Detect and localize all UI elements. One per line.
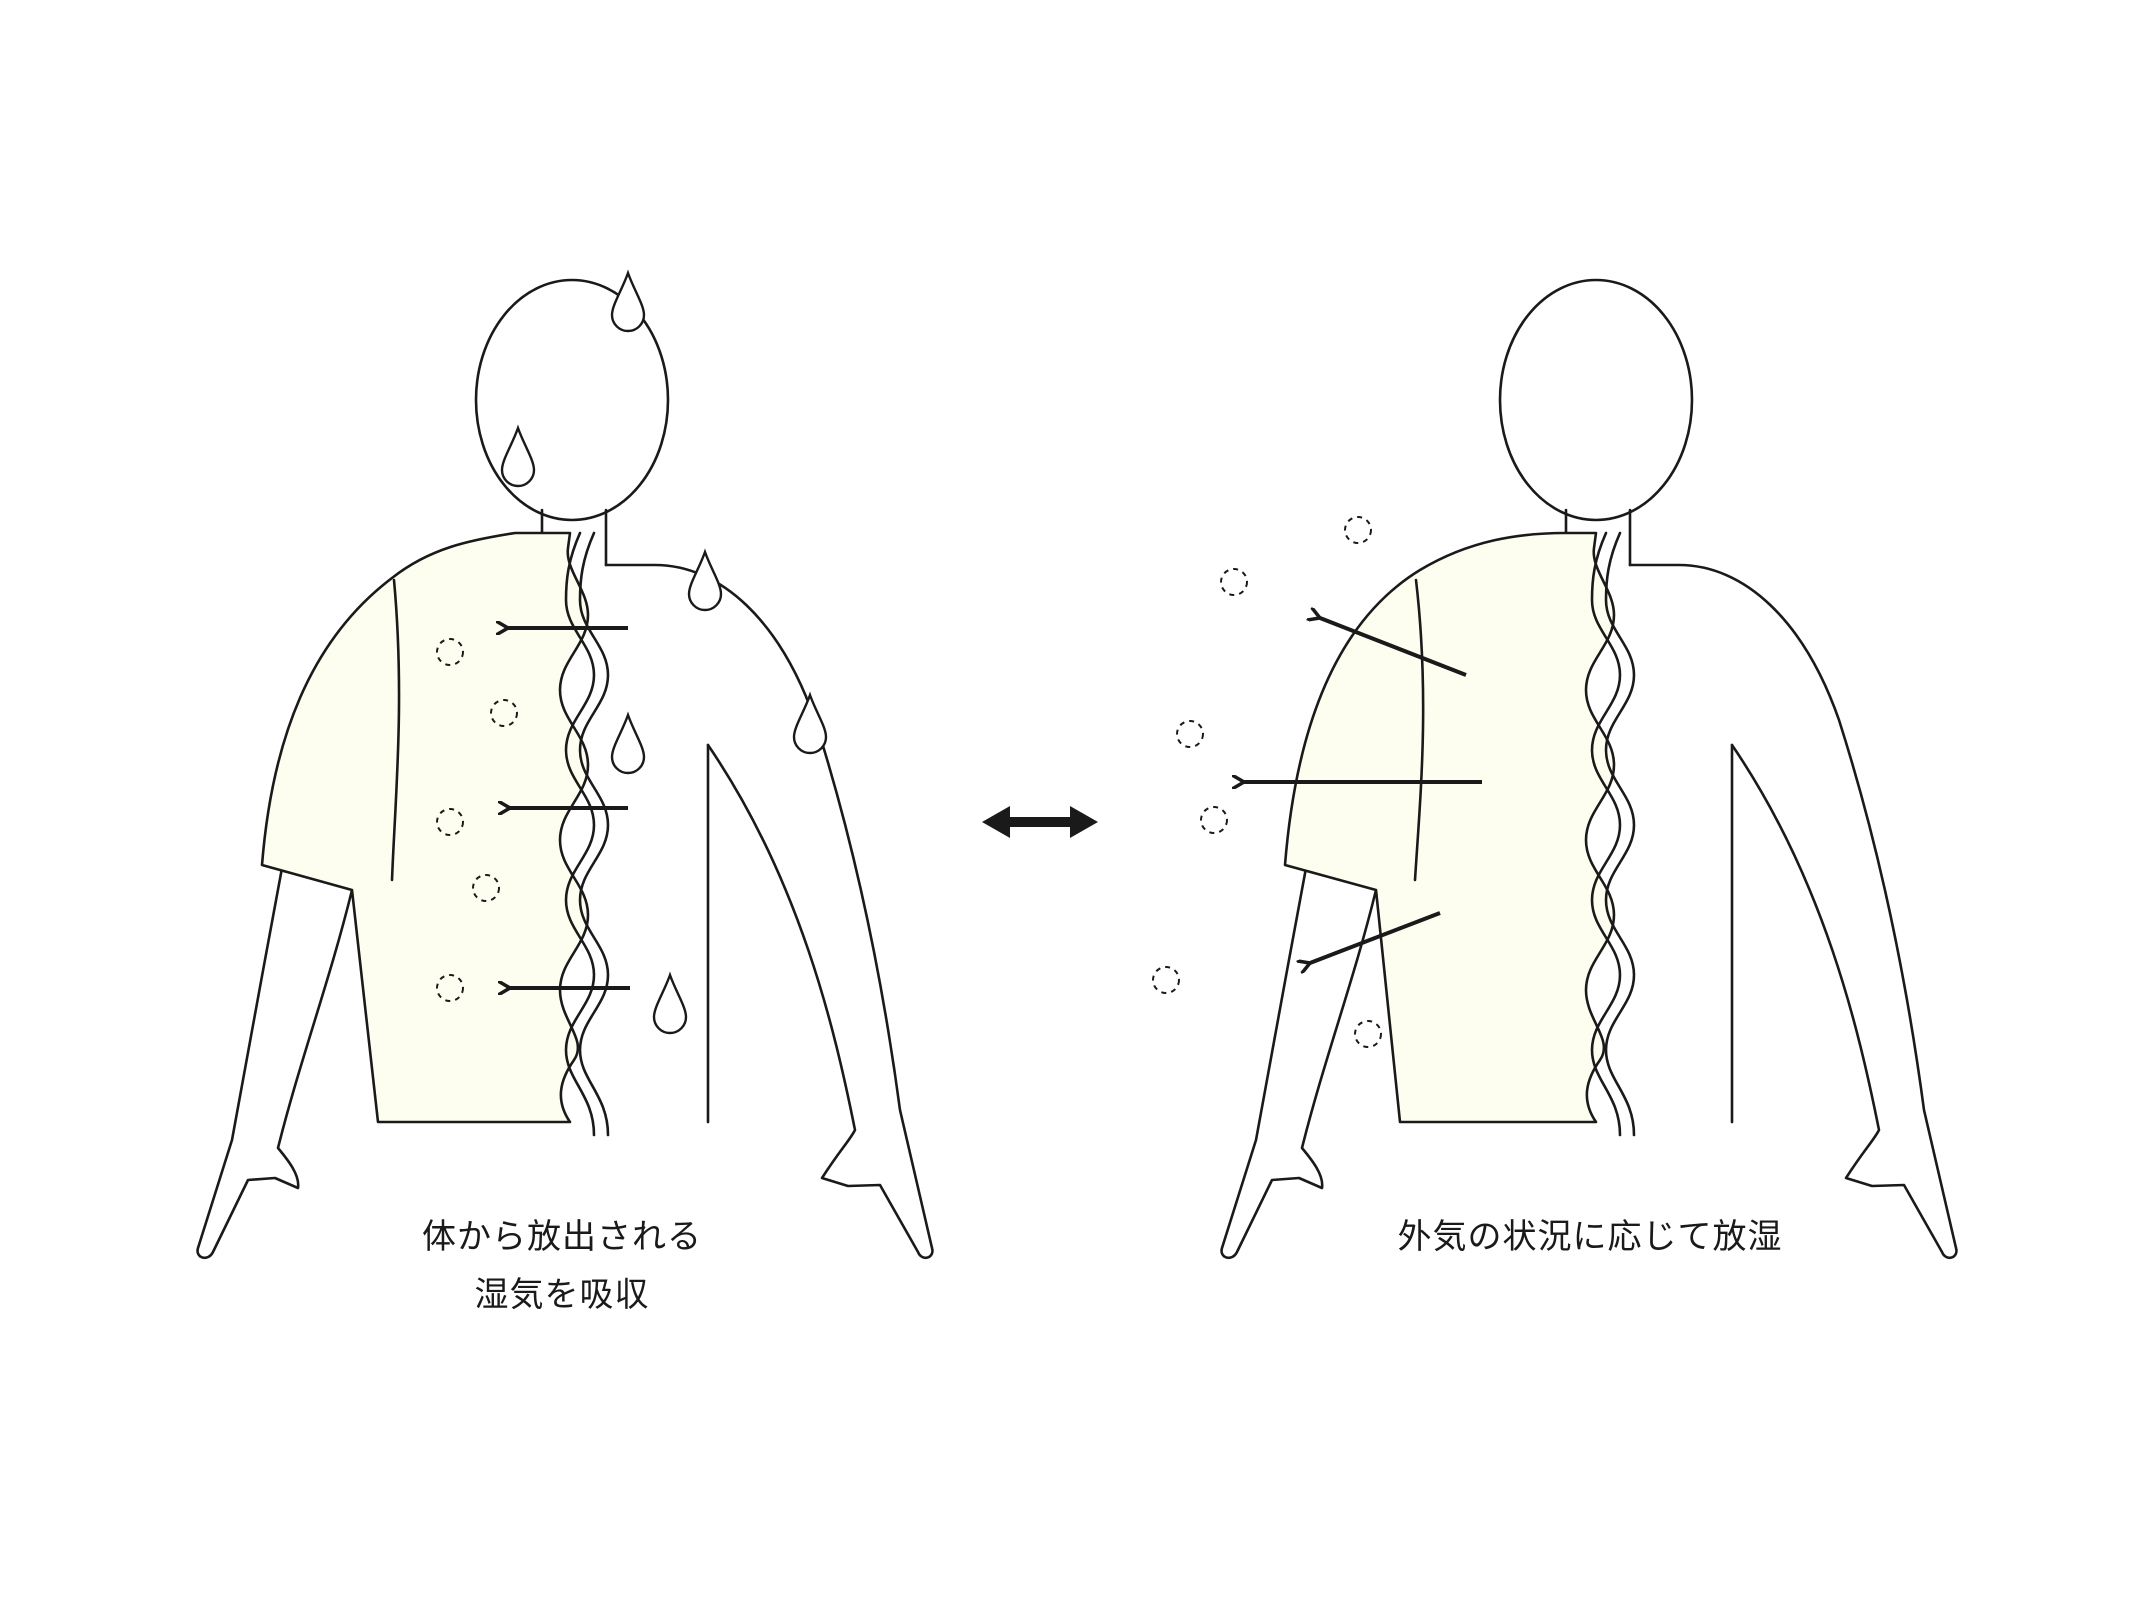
- left-figure: [196, 278, 934, 1260]
- dashed-circle-vapor-icon: [436, 638, 464, 666]
- left-sleeve-seam: [390, 578, 401, 882]
- right-head: [1498, 278, 1694, 522]
- right-caption: 外気の状況に応じて放湿: [1330, 1208, 1850, 1266]
- left-arm: [196, 866, 354, 1260]
- dashed-circle-vapor-icon: [472, 874, 500, 902]
- dashed-circle-vapor-icon: [1176, 720, 1204, 748]
- left-caption-line2: 湿気を吸収: [474, 1275, 650, 1315]
- dashed-circle-vapor-icon: [1220, 568, 1248, 596]
- left-sweat-drops: [500, 269, 828, 1035]
- release-arrow: [1320, 618, 1467, 677]
- sweat-drop-icon: [610, 711, 646, 775]
- dashed-circle-vapor-icon: [436, 974, 464, 1002]
- sweat-drop-icon: [652, 971, 688, 1035]
- right-sleeve-seam: [1413, 578, 1425, 882]
- dashed-circle-vapor-icon: [1152, 966, 1180, 994]
- right-caption-line1: 外気の状況に応じて放湿: [1397, 1217, 1783, 1257]
- double-headed-arrow-icon: [982, 806, 1098, 838]
- left-fabric-wave-inner: [578, 531, 610, 1137]
- left-fabric-wave-outer: [564, 531, 596, 1137]
- sweat-drop-icon: [792, 691, 828, 755]
- release-arrow: [1310, 911, 1441, 963]
- right-vapor: [1152, 516, 1382, 1048]
- right-figure: [1220, 278, 1958, 1260]
- right-body-outline: [1628, 563, 1958, 1260]
- dashed-circle-vapor-icon: [436, 808, 464, 836]
- right-fabric-wave-outer: [1590, 531, 1622, 1137]
- left-caption: 体から放出される 湿気を吸収: [362, 1208, 762, 1324]
- sweat-drop-icon: [500, 424, 536, 488]
- left-caption-line1: 体から放出される: [422, 1217, 702, 1257]
- right-arm: [1220, 866, 1378, 1260]
- left-vapor: [436, 638, 518, 1002]
- right-shirt: [1283, 531, 1616, 1124]
- left-arrows: [508, 628, 630, 988]
- sweat-drop-icon: [610, 269, 646, 333]
- dashed-circle-vapor-icon: [1354, 1020, 1382, 1048]
- right-arrows: [1244, 618, 1482, 963]
- dashed-circle-vapor-icon: [490, 699, 518, 727]
- dashed-circle-vapor-icon: [1200, 806, 1228, 834]
- left-shirt: [260, 531, 590, 1124]
- dashed-circle-vapor-icon: [1344, 516, 1372, 544]
- right-fabric-wave-inner: [1604, 531, 1636, 1137]
- sweat-drop-icon: [687, 548, 723, 612]
- left-body-outline: [604, 563, 934, 1260]
